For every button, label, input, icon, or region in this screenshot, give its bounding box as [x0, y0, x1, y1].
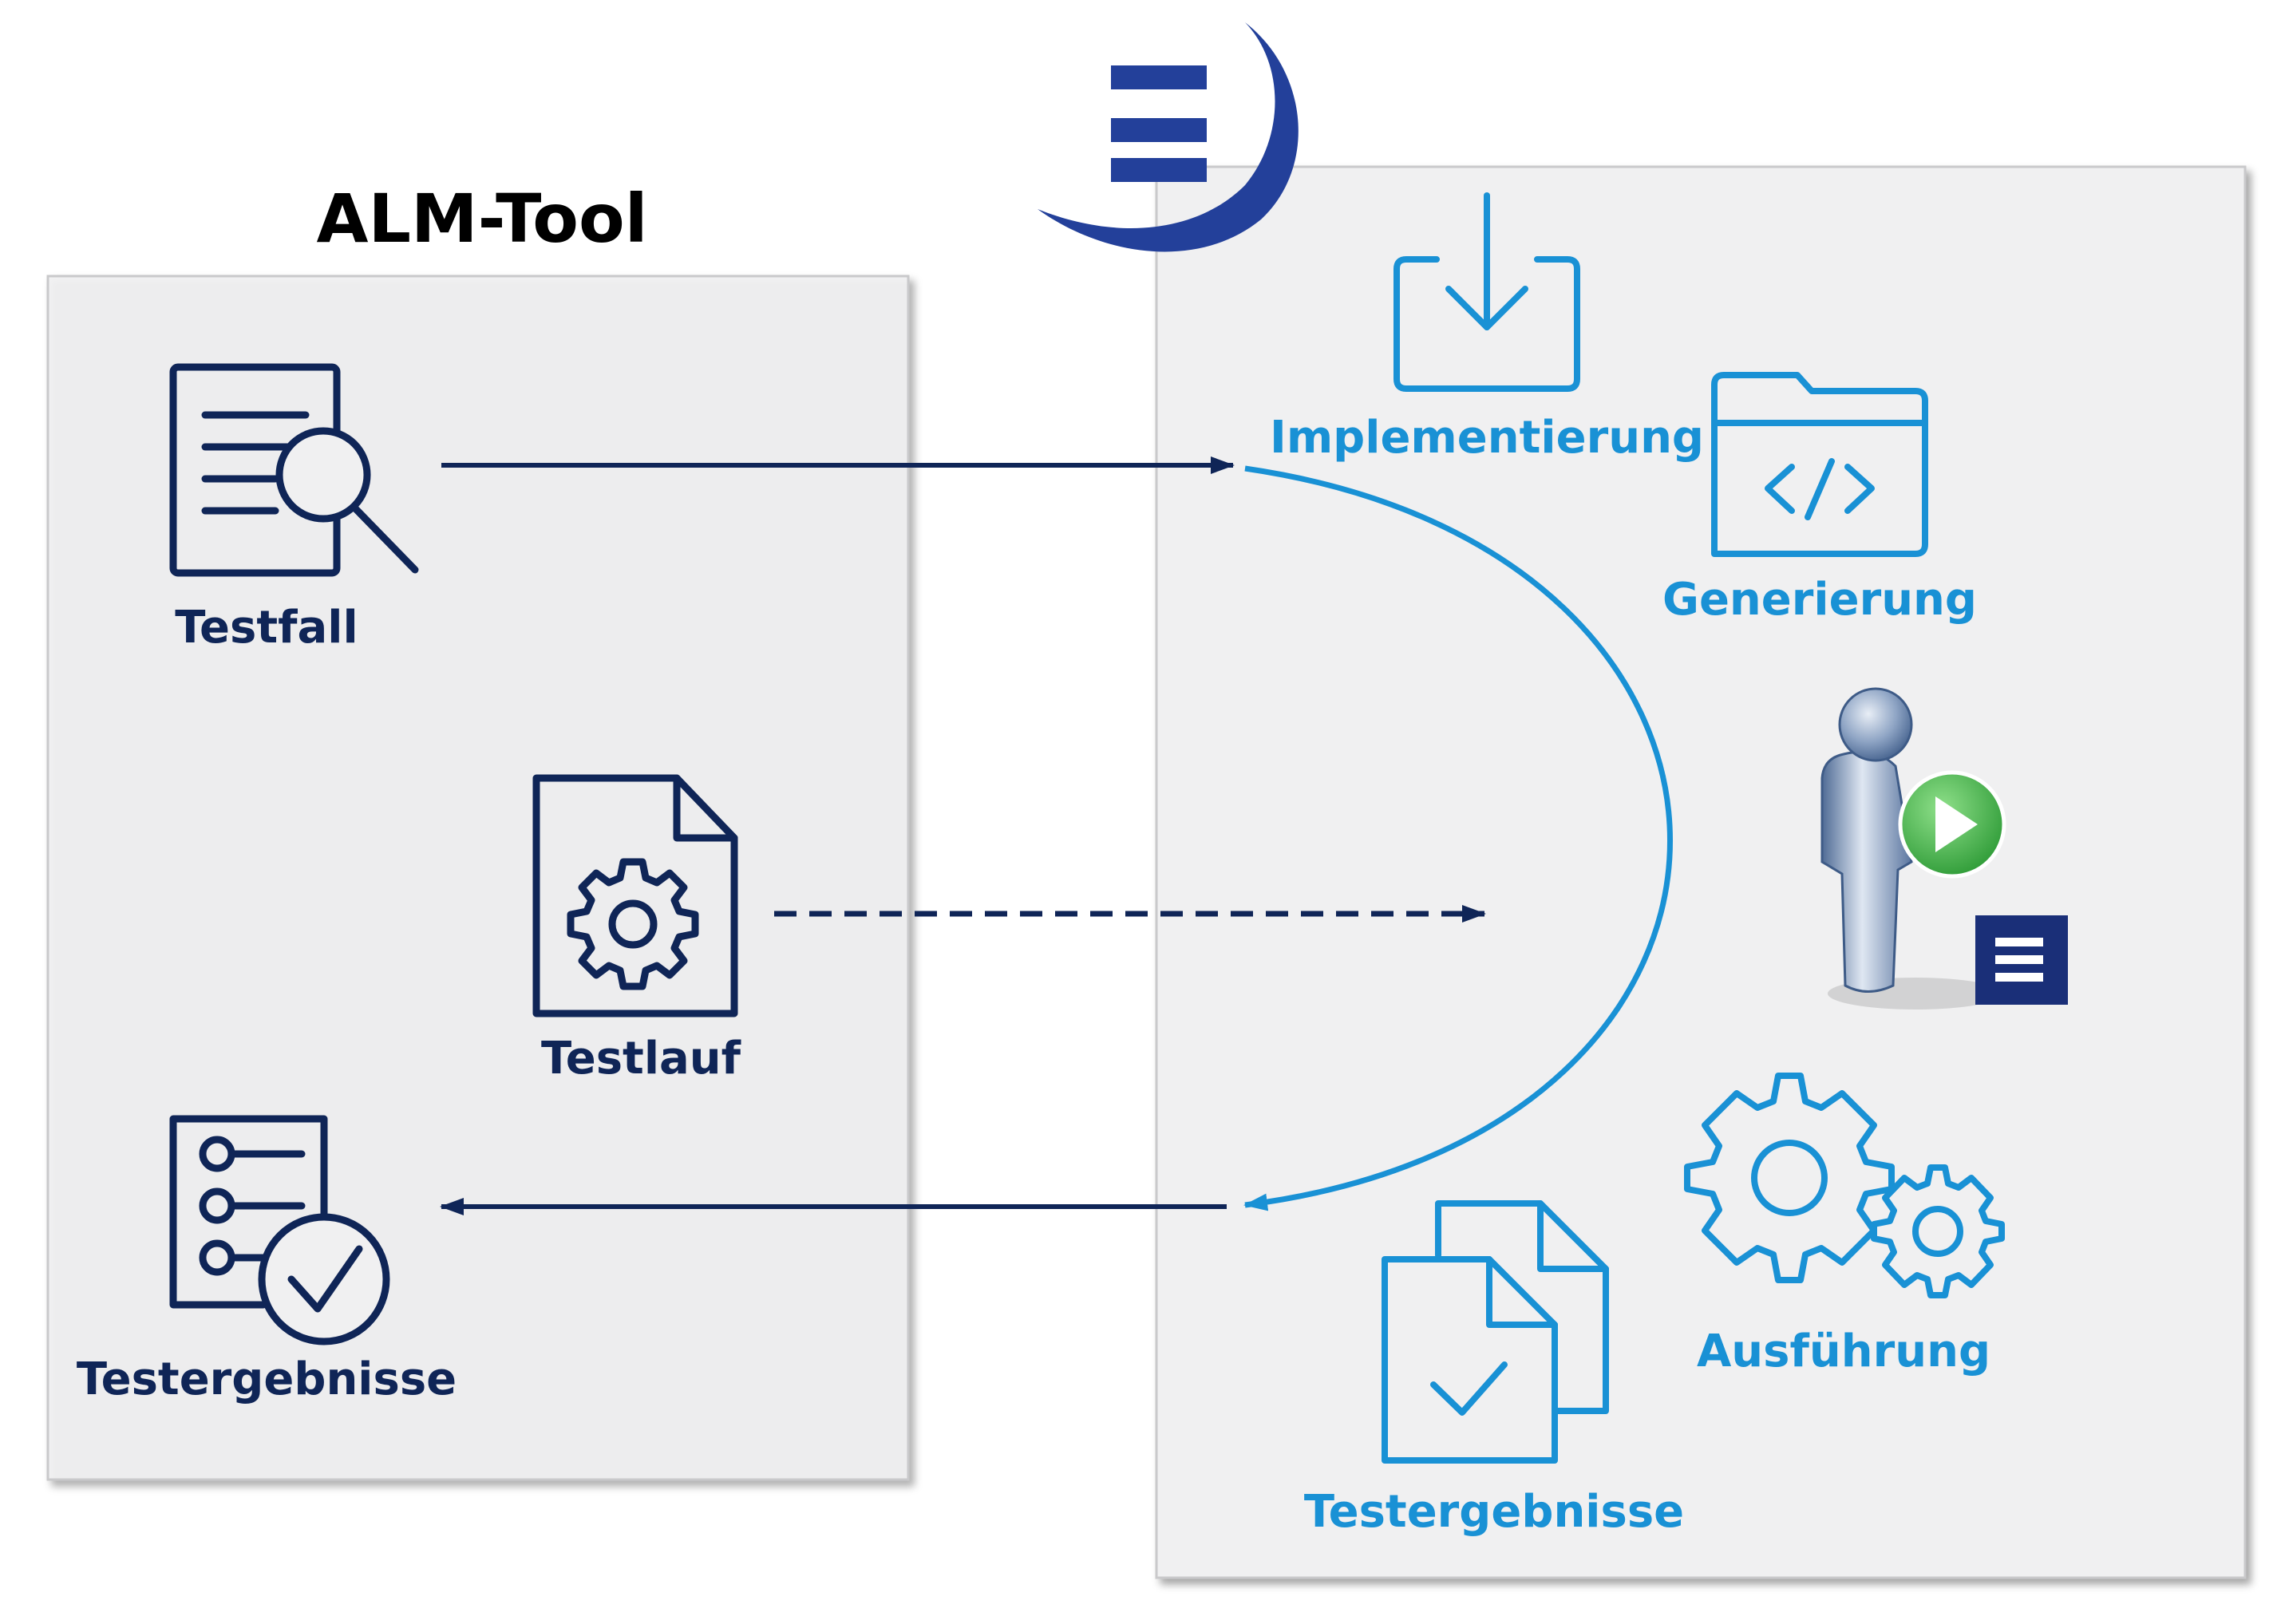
alm-tool-title: ALM-Tool — [317, 180, 648, 258]
code-folder-icon — [1711, 372, 1928, 557]
documents-check-icon — [1382, 1200, 1609, 1464]
document-gear-icon — [532, 774, 738, 1017]
testfall-label: Testfall — [175, 602, 358, 654]
alm-panel — [46, 275, 910, 1481]
testlauf-label: Testlauf — [541, 1033, 741, 1085]
e-logo-icon — [1038, 22, 1299, 252]
automation-panel — [1155, 165, 2247, 1579]
automation-testergebnisse-label: Testergebnisse — [1304, 1486, 1684, 1538]
implementierung-label: Implementierung — [1270, 412, 1704, 464]
gears-icon — [1684, 1073, 2005, 1298]
generierung-label: Generierung — [1662, 574, 1977, 626]
user-play-icon — [1820, 687, 2068, 1010]
ausfuehrung-label: Ausführung — [1697, 1326, 1990, 1377]
alm-testergebnisse-label: Testergebnisse — [77, 1353, 457, 1405]
checklist-check-icon — [169, 1115, 390, 1345]
download-tray-icon — [1393, 192, 1580, 392]
document-search-icon — [169, 363, 419, 577]
process-arc — [1243, 465, 1673, 1211]
